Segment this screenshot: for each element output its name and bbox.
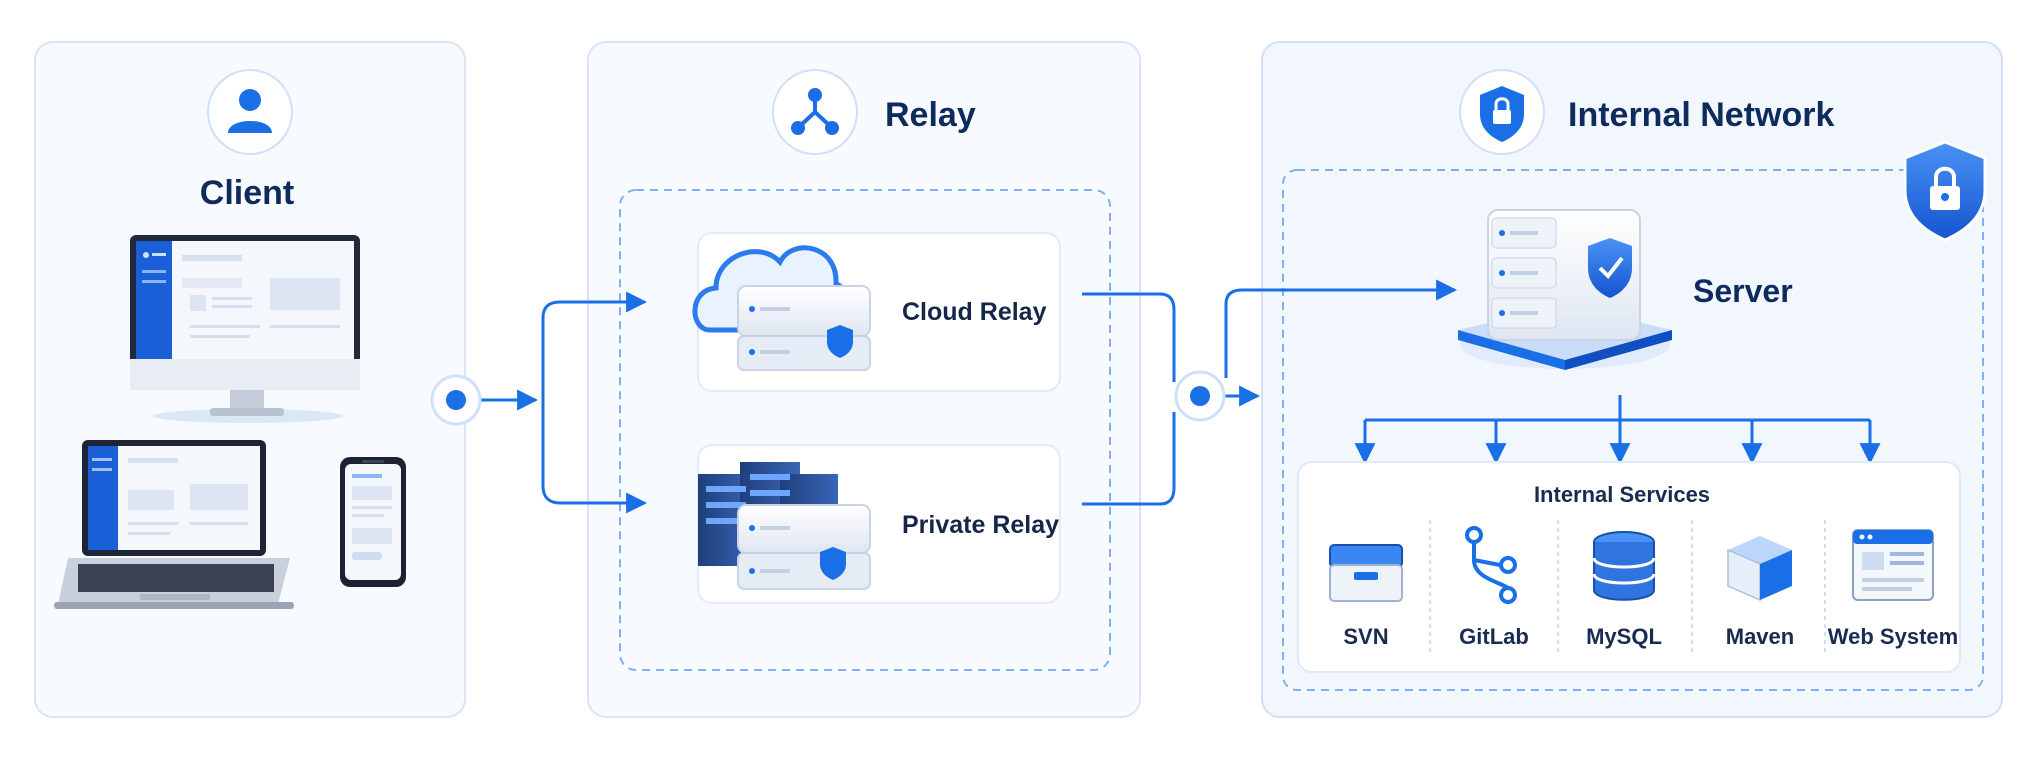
browser-window-icon	[1852, 529, 1934, 601]
private-relay-label: Private Relay	[902, 511, 1059, 539]
services-fanout-connector	[1354, 395, 1881, 465]
server-icon	[1458, 209, 1672, 370]
service-label-maven: Maven	[1726, 624, 1794, 649]
internal-network-group-border	[1282, 169, 1984, 691]
security-lock-shield-icon	[1903, 140, 1987, 242]
laptop-icon	[54, 440, 294, 609]
internal-network-title: Internal Network	[1568, 96, 1834, 134]
cloud-relay-label: Cloud Relay	[902, 298, 1047, 326]
private-relay-card: Private Relay	[697, 444, 1061, 604]
client-panel: Client	[34, 41, 466, 718]
private-relay-server-icon	[698, 462, 871, 590]
client-connector-node	[430, 374, 482, 426]
client-user-icon	[207, 69, 293, 155]
cloud-relay-icon	[692, 245, 871, 371]
database-icon	[1592, 531, 1656, 601]
package-cube-icon	[1727, 536, 1792, 602]
service-label-svn: SVN	[1343, 624, 1388, 649]
relay-title: Relay	[885, 96, 976, 134]
network-shield-icon	[1459, 69, 1545, 155]
internal-services-box: Internal Services SVN	[1297, 461, 1961, 673]
internal-services-title: Internal Services	[1534, 482, 1710, 507]
internal-network-panel: Internal Network Server	[1261, 41, 2003, 718]
service-label-gitlab: GitLab	[1459, 624, 1529, 649]
smartphone-icon	[340, 457, 406, 587]
archive-box-icon	[1329, 544, 1403, 602]
relay-connector-node	[1174, 370, 1226, 422]
client-title: Client	[200, 174, 294, 212]
server-label: Server	[1693, 273, 1793, 309]
service-label-web-system: Web System	[1828, 624, 1958, 649]
relay-share-icon	[772, 69, 858, 155]
relay-to-network-connector	[1082, 279, 1458, 506]
relay-panel: Relay Cloud Relay	[587, 41, 1141, 718]
service-label-mysql: MySQL	[1586, 624, 1662, 649]
relay-group-border	[619, 189, 1111, 671]
cloud-relay-card: Cloud Relay	[692, 232, 1061, 392]
client-to-relay-connector	[480, 291, 648, 514]
desktop-monitor-icon	[130, 235, 360, 423]
git-branch-icon	[1465, 526, 1517, 604]
service-dividers	[1429, 520, 1826, 655]
